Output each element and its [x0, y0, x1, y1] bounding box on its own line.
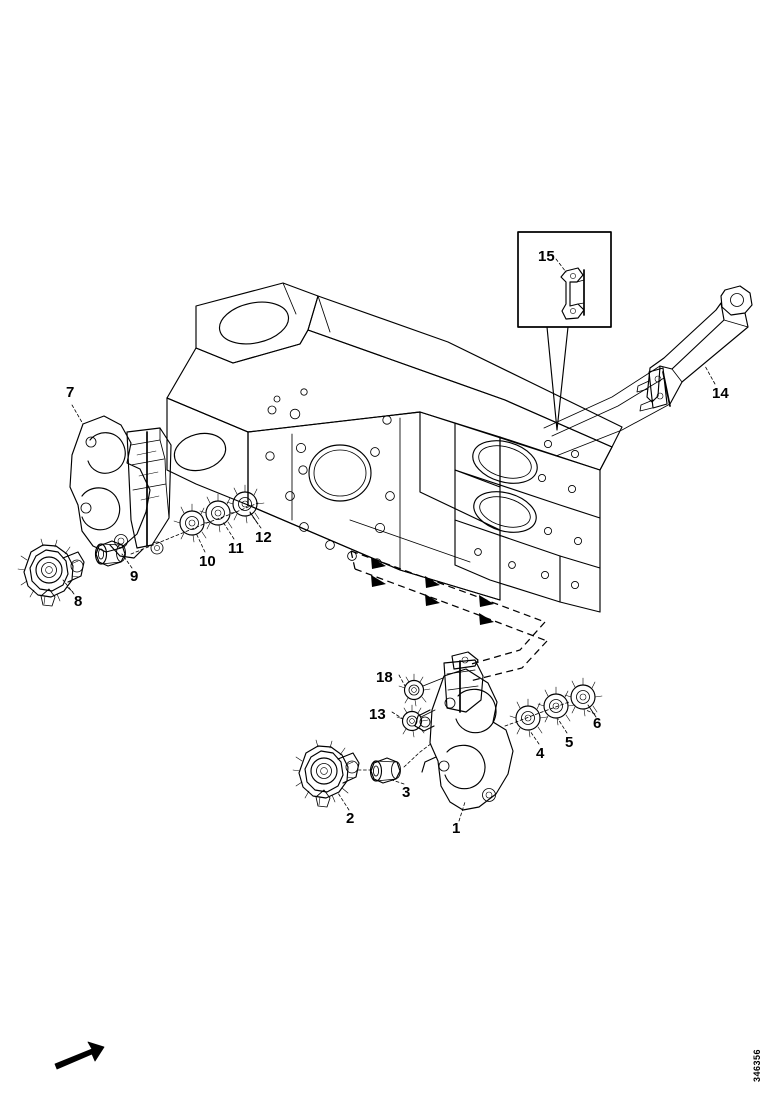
- part-11-lock-washer-left: [199, 493, 238, 533]
- part-15-clamp-detail: [560, 267, 585, 320]
- callout-label-4: 4: [536, 745, 545, 762]
- part-13-bolt-lower: [396, 704, 436, 738]
- assembly-direction-guides: [350, 550, 548, 682]
- part-4-washer-right: [509, 698, 548, 738]
- part-8-hub-flange-assembly-left: [17, 538, 85, 607]
- part-12-nut-left: [226, 484, 265, 525]
- callout-label-13: 13: [369, 706, 386, 723]
- part-5-lock-washer-right: [537, 686, 576, 726]
- part-9-bushing-spacer-left: [94, 540, 126, 567]
- part-14-support-arm-rod: [543, 285, 753, 457]
- callout-label-6: 6: [593, 715, 601, 732]
- callout-label-7: 7: [66, 384, 74, 401]
- chassis-housing: [166, 282, 623, 613]
- part-10-washer-left: [173, 503, 212, 543]
- svg-text:346356: 346356: [752, 1049, 762, 1082]
- callout-label-12: 12: [255, 529, 272, 546]
- part-3-bushing-spacer-right: [369, 757, 401, 784]
- part-6-nut-right: [564, 677, 603, 718]
- callout-label-8: 8: [74, 593, 82, 610]
- drawing-code: 346356: [752, 1049, 762, 1082]
- detail-callout-box: [517, 231, 612, 431]
- callout-label-10: 10: [199, 553, 216, 570]
- callout-leaders: [62, 258, 716, 822]
- orientation-arrow: [54, 1041, 105, 1070]
- callout-label-5: 5: [565, 734, 573, 751]
- callout-label-9: 9: [130, 568, 138, 585]
- callout-label-2: 2: [346, 810, 354, 827]
- part-2-hub-flange-assembly-right: [292, 739, 360, 808]
- part-1-mounting-bracket-right: [414, 651, 514, 811]
- part-7-mounting-bracket-left: [69, 415, 172, 559]
- callout-label-18: 18: [376, 669, 393, 686]
- callout-label-15: 15: [538, 248, 555, 265]
- callout-label-11: 11: [228, 540, 244, 557]
- callout-label-3: 3: [402, 784, 410, 801]
- callout-label-1: 1: [452, 820, 460, 837]
- part-18-bolt-upper: [398, 673, 444, 707]
- callout-label-14: 14: [712, 385, 729, 402]
- callout-number-labels: 7 8 9 10 11 12 1 2 3 4 5 6 13 18 14 15: [66, 248, 729, 837]
